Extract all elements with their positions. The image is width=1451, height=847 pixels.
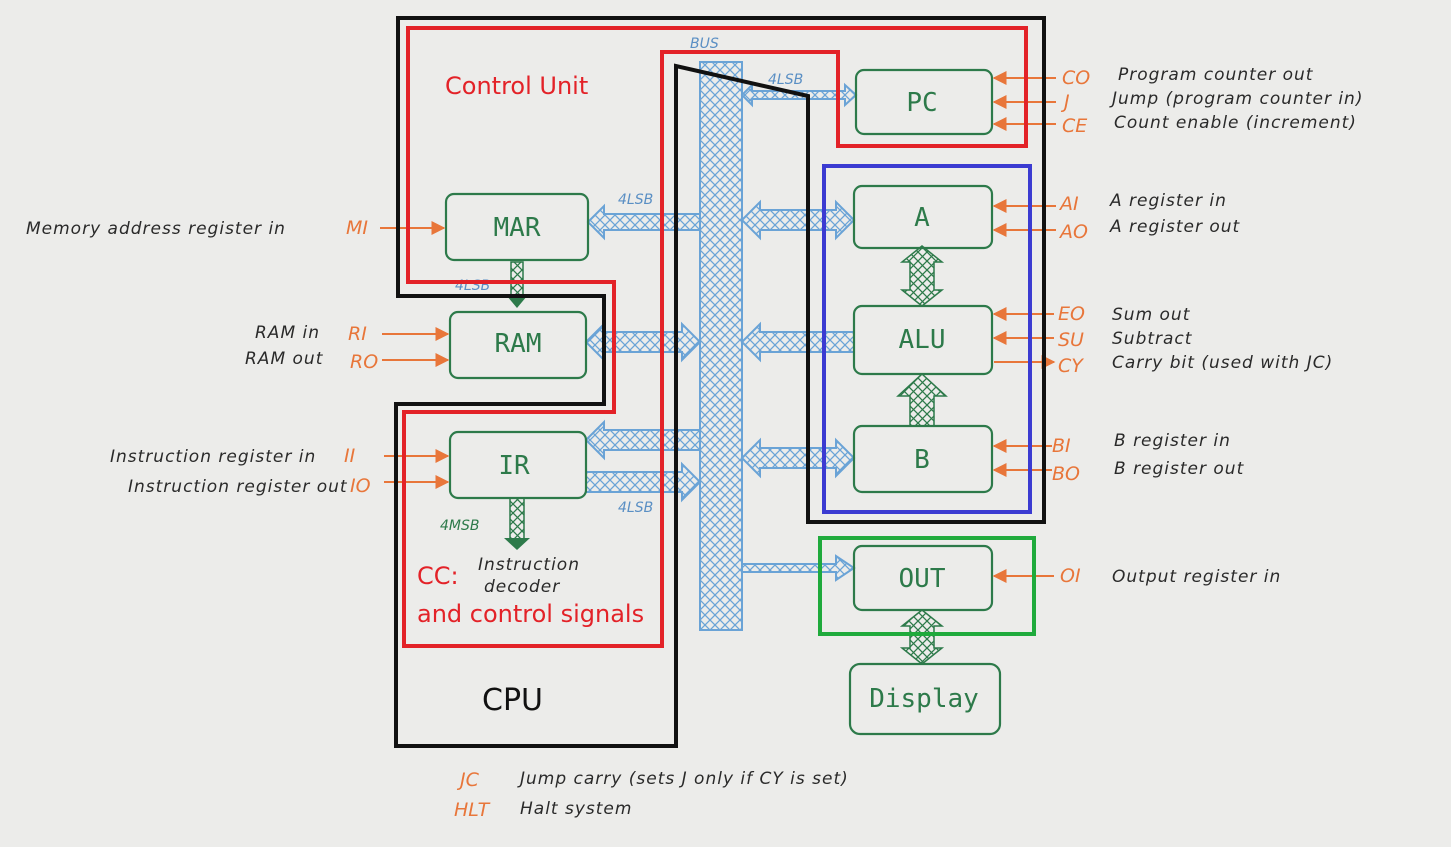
ram-label: RAM (495, 329, 542, 359)
j-code: J (1060, 91, 1070, 113)
mar-label: MAR (494, 213, 541, 243)
alu-bus-connector (740, 321, 855, 363)
alu-group-outline (822, 164, 1032, 514)
ii-desc: Instruction register in (110, 447, 316, 467)
pc-bus-width-label: 4LSB (768, 72, 803, 88)
ir-msb-label: 4MSB (440, 518, 479, 534)
ir-label: IR (498, 451, 530, 481)
ri-code: RI (348, 323, 367, 345)
jc-code: JC (456, 769, 480, 791)
mi-desc: Memory address register in (26, 219, 286, 239)
pc-label: PC (906, 88, 937, 118)
io-desc: Instruction register out (128, 477, 348, 497)
mar-block[interactable]: MAR (444, 192, 590, 262)
bus-label: BUS (690, 36, 719, 52)
ir-block[interactable]: IR (448, 430, 588, 500)
jc-desc: Jump carry (sets J only if CY is set) (517, 769, 849, 789)
ir-bus-connector-in (584, 419, 701, 461)
eo-code: EO (1058, 303, 1085, 325)
instruction-decoder-line2: decoder (484, 577, 560, 597)
j-desc: Jump (program counter in) (1109, 89, 1363, 109)
ir-bus-connector-out (585, 461, 702, 503)
b-register-label: B (914, 445, 930, 475)
ir-bus-width-label: 4LSB (618, 500, 653, 516)
su-code: SU (1058, 329, 1084, 351)
mar-to-ram-connector (507, 261, 527, 308)
ram-block[interactable]: RAM (448, 310, 588, 380)
co-desc: Program counter out (1118, 65, 1314, 85)
bo-code: BO (1052, 463, 1080, 485)
su-desc: Subtract (1112, 329, 1193, 349)
ii-code: II (344, 445, 356, 467)
cpu-outline (394, 16, 1046, 748)
output-register-block[interactable]: OUT (852, 544, 994, 612)
cy-desc: Carry bit (used with JC) (1112, 353, 1333, 373)
out-bus-connector (741, 554, 856, 582)
eo-desc: Sum out (1112, 305, 1191, 325)
bo-desc: B register out (1114, 459, 1245, 479)
oi-code: OI (1060, 565, 1081, 587)
mi-code: MI (346, 217, 368, 239)
ir-to-decoder-connector (504, 497, 530, 550)
cc-label-line2: and control signals (417, 600, 644, 628)
ri-desc: RAM in (255, 323, 320, 343)
display-label: Display (869, 684, 979, 714)
cpu-label: CPU (482, 683, 543, 718)
a-register-label: A (914, 203, 930, 233)
output-register-label: OUT (899, 564, 946, 594)
co-code: CO (1062, 67, 1090, 89)
cy-code: CY (1058, 355, 1084, 377)
hlt-code: HLT (454, 799, 491, 821)
pc-block[interactable]: PC (854, 68, 994, 136)
b-bus-connector (740, 437, 856, 479)
control-unit-outline (402, 26, 1028, 648)
main-bus (699, 61, 743, 631)
cc-label-line1: CC: (417, 562, 459, 590)
a-to-alu-connector (899, 245, 945, 307)
ce-desc: Count enable (increment) (1114, 113, 1357, 133)
bi-code: BI (1052, 435, 1071, 457)
a-bus-connector (740, 199, 856, 241)
b-to-alu-connector (896, 372, 948, 427)
ce-code: CE (1062, 115, 1087, 137)
mar-bus-connector (586, 203, 701, 241)
a-register-block[interactable]: A (852, 184, 994, 250)
ro-desc: RAM out (245, 349, 324, 369)
ai-code: AI (1058, 193, 1079, 215)
b-register-block[interactable]: B (852, 424, 994, 494)
mar-bus-width-label: 4LSB (618, 192, 653, 208)
alu-block[interactable]: ALU (852, 304, 994, 376)
control-unit-label: Control Unit (445, 72, 588, 100)
instruction-decoder-line1: Instruction (478, 555, 580, 575)
display-block[interactable]: Display (848, 662, 1002, 736)
ai-desc: A register in (1109, 191, 1227, 211)
ao-code: AO (1058, 221, 1088, 243)
ao-desc: A register out (1109, 217, 1241, 237)
alu-label: ALU (899, 325, 946, 355)
out-to-display-connector (899, 609, 945, 665)
ro-code: RO (350, 351, 378, 373)
output-group-outline (818, 536, 1036, 636)
bi-desc: B register in (1114, 431, 1231, 451)
io-code: IO (350, 475, 371, 497)
hlt-desc: Halt system (520, 799, 632, 819)
oi-desc: Output register in (1112, 567, 1281, 587)
